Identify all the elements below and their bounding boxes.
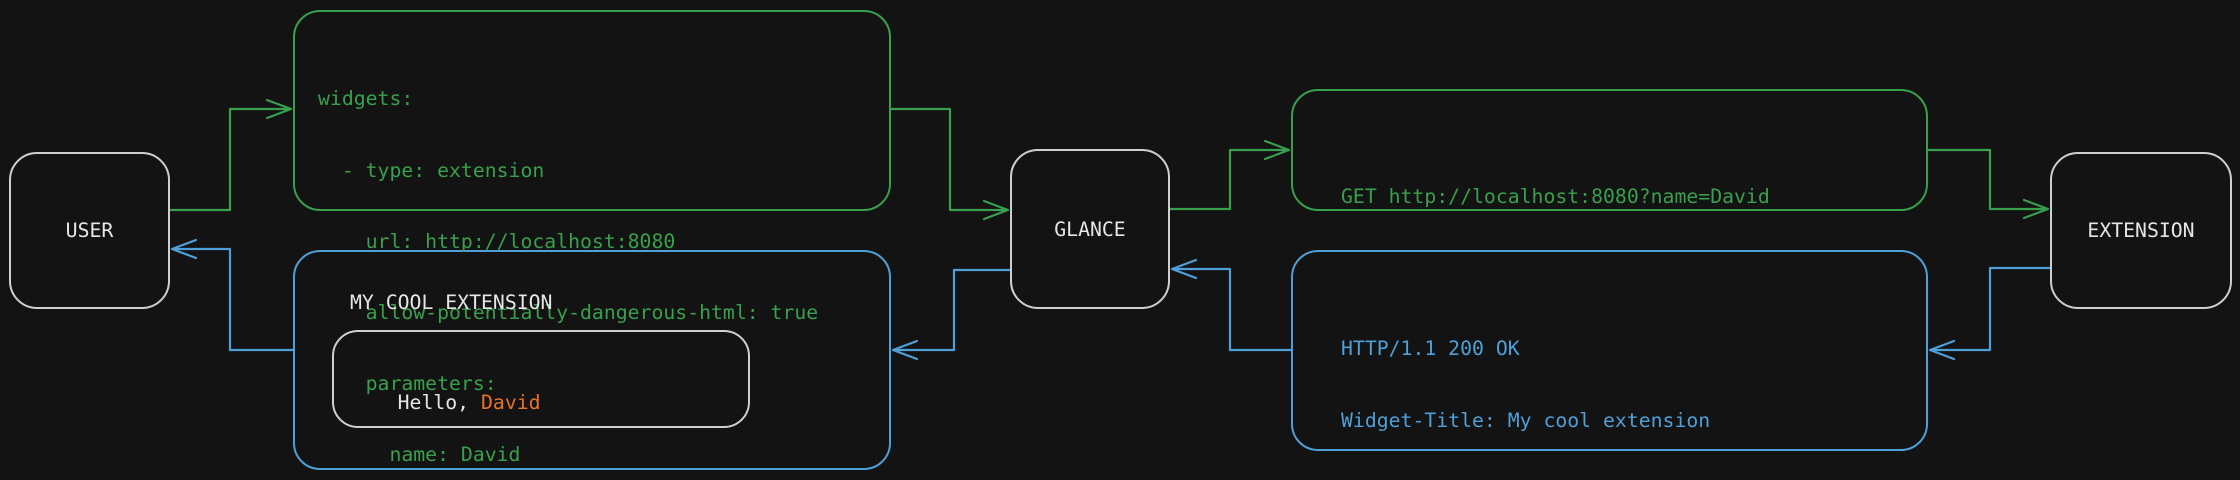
node-user-label: USER <box>65 219 114 242</box>
arrow-glance-to-widget <box>891 268 1012 361</box>
node-glance: GLANCE <box>1010 149 1170 309</box>
yaml-line: parameters: <box>318 371 497 395</box>
node-user: USER <box>9 152 170 309</box>
http-response-box <box>1291 250 1928 451</box>
http-request-box <box>1291 89 1928 211</box>
config-yaml-box <box>293 10 891 211</box>
http-request-text: GET http://localhost:8080?name=David <box>1341 138 1770 257</box>
node-extension: EXTENSION <box>2050 152 2232 309</box>
greeting-name: David <box>481 390 541 414</box>
arrow-request-to-extension <box>1926 148 2050 220</box>
widget-content-box <box>332 330 750 428</box>
arrow-widget-to-user <box>170 238 295 352</box>
node-glance-label: GLANCE <box>1054 217 1126 241</box>
arrow-response-to-glance <box>1170 258 1293 352</box>
node-extension-label: EXTENSION <box>2087 219 2195 242</box>
response-line: Widget-Title: My cool extension <box>1341 408 1711 432</box>
arrow-user-to-config <box>168 98 293 212</box>
arrow-glance-to-request <box>1168 139 1291 211</box>
arrow-config-to-glance <box>889 107 1010 221</box>
arrow-extension-to-response <box>1928 266 2052 361</box>
yaml-line: - type: extension <box>318 158 545 182</box>
request-line: GET http://localhost:8080?name=David <box>1341 185 1770 209</box>
yaml-line: allow-potentially-dangerous-html: true <box>318 300 819 324</box>
yaml-line: name: David <box>318 442 521 466</box>
response-line: HTTP/1.1 200 OK <box>1341 337 1520 361</box>
rendered-widget-box <box>293 250 891 470</box>
widget-greeting-line: Hello, David <box>350 367 541 438</box>
greeting-text: Hello, <box>397 390 482 414</box>
config-yaml-text: widgets: - type: extension url: http://l… <box>318 40 818 480</box>
widget-title: MY COOL EXTENSION <box>350 291 553 314</box>
yaml-line: url: http://localhost:8080 <box>318 229 676 253</box>
yaml-line: widgets: <box>318 87 414 111</box>
http-response-text: HTTP/1.1 200 OK Widget-Title: My cool ex… <box>1341 290 1901 480</box>
